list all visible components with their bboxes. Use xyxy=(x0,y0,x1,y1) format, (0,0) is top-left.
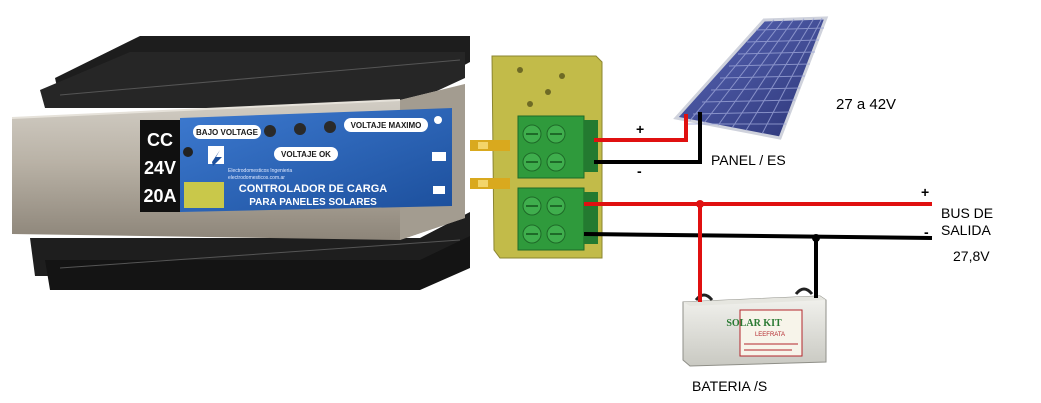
brand-line-2: electrodomesticos.com.ar xyxy=(228,175,285,181)
spec-current: 20A xyxy=(143,186,176,206)
bus-label-line-1: BUS DE xyxy=(941,205,994,221)
led-max xyxy=(324,121,336,133)
controller-title-1: CONTROLADOR DE CARGA xyxy=(239,183,388,195)
indicator-bajo-voltage-label: BAJO VOLTAGE xyxy=(196,128,259,137)
terminal-block-output xyxy=(517,187,598,251)
panel-minus-sign: - xyxy=(637,163,642,179)
brand-logo-icon xyxy=(208,146,224,166)
battery-label: BATERIA /S xyxy=(692,378,768,394)
spec-voltage: 24V xyxy=(144,158,176,178)
led-low xyxy=(183,147,193,157)
panel-symbol-icon xyxy=(432,152,446,161)
led-ok xyxy=(294,123,306,135)
panel-plus-sign: + xyxy=(636,121,645,137)
bus-minus-sign: - xyxy=(924,224,929,240)
bus-label-line-2: SALIDA xyxy=(941,222,991,238)
heatsink xyxy=(30,36,470,290)
indicator-voltaje-ok xyxy=(274,147,338,161)
led-mid xyxy=(264,125,276,137)
sun-icon xyxy=(434,116,442,124)
solar-panel xyxy=(673,14,829,162)
spec-block: CC 24V 20A xyxy=(140,120,180,212)
battery-symbol-icon xyxy=(433,186,445,194)
battery-brand: SOLAR KIT xyxy=(726,318,782,329)
brand-line-1: Electrodomesticos Ingenieria xyxy=(228,168,292,174)
panel-voltage: 27 a 42V xyxy=(836,96,897,113)
battery: SOLAR KIT LEEFRATA xyxy=(682,287,827,367)
indicator-voltaje-maximo xyxy=(344,118,428,132)
battery-model: LEEFRATA xyxy=(755,332,785,338)
bus-voltage: 27,8V xyxy=(953,248,990,264)
junction-node xyxy=(696,200,704,208)
indicator-voltaje-maximo-label: VOLTAJE MAXIMO xyxy=(351,121,422,130)
indicator-bajo-voltage xyxy=(193,125,261,139)
wires xyxy=(583,112,933,302)
terminal-block-panel xyxy=(517,115,598,179)
controller-title-2: PARA PANELES SOLARES xyxy=(249,197,377,208)
yellow-sticker xyxy=(184,182,224,208)
fuse xyxy=(470,140,510,189)
wire-bus-negative xyxy=(583,231,933,241)
panel-label: PANEL / ES xyxy=(711,152,786,168)
junction-node xyxy=(812,234,820,242)
controller-label: BAJO VOLTAGE VOLTAJE OK VOLTAJE MAXIMO E… xyxy=(180,108,452,212)
wire-panel-negative xyxy=(594,112,702,164)
indicator-voltaje-ok-label: VOLTAJE OK xyxy=(281,150,331,159)
wire-panel-positive xyxy=(594,114,688,142)
spec-cc: CC xyxy=(147,130,173,150)
bus-plus-sign: + xyxy=(921,184,930,200)
